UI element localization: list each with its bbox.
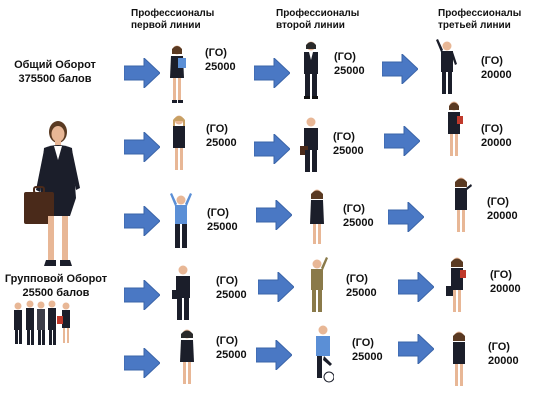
group-turnover-label: Групповой Оборот — [4, 273, 108, 285]
person-figure — [170, 193, 192, 248]
go-amount: 25000 — [346, 287, 377, 299]
person-figure — [316, 325, 334, 383]
go-prefix: (ГО) — [216, 275, 238, 287]
arrow-right-icon — [388, 202, 424, 232]
header-line: Профессионалы — [131, 8, 215, 19]
go-amount: 20000 — [488, 355, 519, 367]
go-value-r4-c2: (ГО) 25000 — [346, 272, 377, 300]
go-value-r1-c3: (ГО) 20000 — [481, 54, 512, 82]
go-amount: 25000 — [205, 61, 236, 73]
header-line: Профессионалы — [438, 8, 522, 19]
go-value-r5-c1: (ГО) 25000 — [216, 334, 247, 362]
go-prefix: (ГО) — [346, 273, 368, 285]
go-value-r4-c3: (ГО) 20000 — [490, 268, 521, 296]
total-turnover-label: Общий Оборот — [14, 59, 96, 71]
go-value-r3-c2: (ГО) 25000 — [343, 202, 374, 230]
go-amount: 25000 — [216, 289, 247, 301]
go-value-r2-c1: (ГО) 25000 — [206, 122, 237, 150]
person-figure — [304, 41, 318, 99]
header-line: Профессионалы — [276, 8, 360, 19]
header-line: третьей линии — [438, 20, 511, 31]
header-line: второй линии — [276, 20, 345, 31]
go-prefix: (ГО) — [488, 341, 510, 353]
go-prefix: (ГО) — [333, 131, 355, 143]
arrow-right-icon — [256, 340, 292, 370]
go-prefix: (ГО) — [481, 123, 503, 135]
arrow-right-icon — [258, 272, 294, 302]
go-value-r2-c2: (ГО) 25000 — [333, 130, 364, 158]
arrow-right-icon — [124, 58, 160, 88]
total-turnover-value: 375500 балов — [18, 73, 92, 85]
person-figure — [173, 115, 185, 170]
go-amount: 25000 — [207, 221, 238, 233]
go-value-r5-c3: (ГО) 20000 — [488, 340, 519, 368]
leader-businesswoman-figure — [24, 121, 80, 266]
person-figure — [180, 329, 194, 384]
arrow-right-icon — [398, 272, 434, 302]
go-prefix: (ГО) — [487, 196, 509, 208]
go-value-r2-c3: (ГО) 20000 — [481, 122, 512, 150]
go-value-r1-c2: (ГО) 25000 — [334, 50, 365, 78]
go-value-r3-c3: (ГО) 20000 — [487, 195, 518, 223]
go-amount: 20000 — [490, 283, 521, 295]
header-third-line: Профессионалы третьей линии — [438, 8, 521, 32]
go-prefix: (ГО) — [343, 203, 365, 215]
group-of-people-figure — [14, 300, 70, 345]
person-figure — [448, 101, 463, 156]
arrow-right-icon — [384, 126, 420, 156]
go-prefix: (ГО) — [352, 337, 374, 349]
go-prefix: (ГО) — [334, 51, 356, 63]
go-prefix: (ГО) — [481, 55, 503, 67]
go-amount: 25000 — [206, 137, 237, 149]
go-amount: 25000 — [333, 145, 364, 157]
go-amount: 25000 — [352, 351, 383, 363]
go-value-r1-c1: (ГО) 25000 — [205, 46, 236, 74]
go-amount: 25000 — [343, 217, 374, 229]
go-amount: 25000 — [334, 65, 365, 77]
go-amount: 20000 — [481, 137, 512, 149]
person-figure — [300, 117, 318, 172]
go-prefix: (ГО) — [207, 207, 229, 219]
person-figure — [311, 257, 328, 312]
go-value-r3-c1: (ГО) 25000 — [207, 206, 238, 234]
go-amount: 25000 — [216, 349, 247, 361]
arrow-right-icon — [398, 334, 434, 364]
go-amount: 20000 — [481, 69, 512, 81]
header-first-line: Профессионалы первой линии — [131, 8, 214, 32]
arrow-right-icon — [124, 206, 160, 236]
go-prefix: (ГО) — [216, 335, 238, 347]
go-amount: 20000 — [487, 210, 518, 222]
arrow-right-icon — [124, 348, 160, 378]
person-figure — [455, 177, 472, 232]
header-second-line: Профессионалы второй линии — [276, 8, 359, 32]
go-value-r4-c1: (ГО) 25000 — [216, 274, 247, 302]
total-turnover: Общий Оборот 375500 балов — [6, 58, 104, 86]
person-figure — [310, 189, 324, 244]
arrow-right-icon — [124, 280, 160, 310]
arrow-right-icon — [124, 132, 160, 162]
person-figure — [453, 331, 465, 386]
group-turnover: Групповой Оборот 25500 балов — [4, 272, 108, 300]
person-figure — [436, 39, 457, 94]
group-turnover-value: 25500 балов — [22, 287, 90, 299]
arrow-right-icon — [382, 54, 418, 84]
person-figure — [172, 265, 190, 320]
go-prefix: (ГО) — [205, 47, 227, 59]
person-figure — [170, 45, 186, 103]
arrow-right-icon — [254, 58, 290, 88]
go-prefix: (ГО) — [206, 123, 228, 135]
arrow-right-icon — [256, 200, 292, 230]
go-value-r5-c2: (ГО) 25000 — [352, 336, 383, 364]
header-line: первой линии — [131, 20, 201, 31]
go-prefix: (ГО) — [490, 269, 512, 281]
arrow-right-icon — [254, 134, 290, 164]
person-figure — [446, 257, 466, 312]
